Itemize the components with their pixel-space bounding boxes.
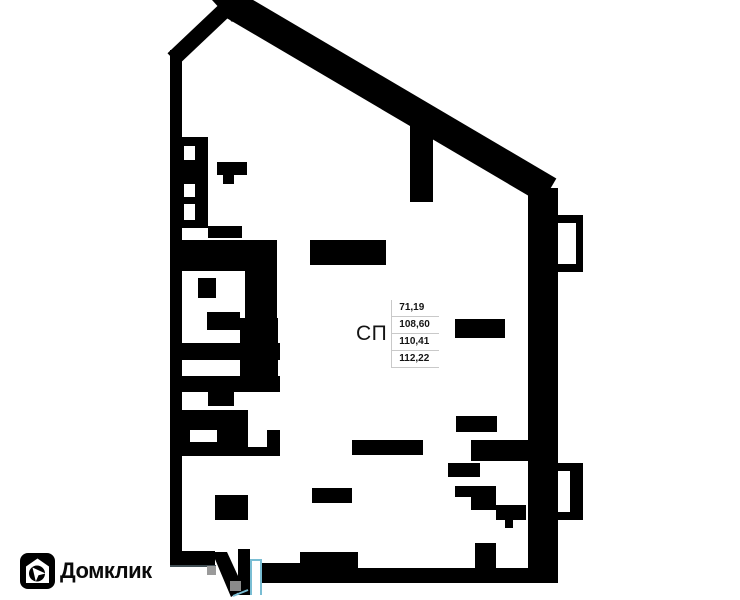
cluster-wall [207, 312, 240, 330]
area-row: 108,60 [392, 317, 440, 334]
bottom-wall [300, 552, 358, 583]
door-opening [190, 430, 217, 442]
house-icon [20, 553, 55, 589]
partition-wall [310, 240, 386, 265]
door-swing-path [250, 559, 262, 595]
bottom-wall-left [170, 551, 215, 566]
shaft-cell [184, 204, 195, 220]
cluster-wall [180, 343, 280, 360]
shaft-cell [184, 146, 195, 160]
partition-wall [352, 440, 423, 455]
shaft-openings [184, 146, 217, 442]
bathroom-wall [448, 463, 480, 477]
right-wall [528, 188, 558, 583]
cluster-wall [208, 390, 234, 406]
door-swing-tick [232, 589, 249, 597]
window-bay-lower [558, 463, 583, 520]
area-row: 110,41 [392, 334, 440, 351]
partition-wall [410, 112, 433, 202]
threshold-block [230, 581, 241, 591]
bathroom-wall [455, 486, 496, 497]
window-bay-upper [558, 215, 583, 272]
cluster-wall [198, 278, 216, 298]
partition-wall [456, 416, 497, 432]
threshold-line [170, 565, 216, 567]
diagonal-wall [225, 0, 557, 204]
partition-wall [455, 319, 505, 338]
threshold-block [207, 566, 216, 575]
left-wall [170, 50, 182, 567]
outer-walls [167, 0, 558, 597]
cluster-wall [180, 447, 280, 456]
interior-walls [180, 112, 550, 571]
fixture-block [215, 495, 248, 520]
wall-stub [505, 520, 513, 528]
entry-door-marker [232, 559, 262, 597]
left-slope-wall [167, 0, 235, 65]
wall-stub [208, 226, 242, 238]
bathroom-wall [471, 440, 550, 461]
bathroom-wall [496, 505, 526, 520]
cluster-wall [180, 376, 280, 392]
bottom-wall [352, 568, 558, 583]
area-row: 112,22 [392, 351, 440, 368]
cluster-wall [245, 262, 277, 320]
window-bays [558, 215, 583, 520]
area-table: СП 71,19 108,60 110,41 112,22 [356, 300, 440, 368]
partition-wall [312, 488, 352, 503]
wall-stub [217, 162, 247, 175]
bathroom-wall [475, 543, 496, 571]
domklik-logo: Домклик [19, 551, 152, 591]
apex-cap [212, 0, 252, 22]
area-rows: 71,19 108,60 110,41 112,22 [391, 300, 440, 368]
area-row: 71,19 [392, 300, 440, 317]
shaft-cell [184, 184, 195, 197]
logo-text: Домклик [60, 558, 152, 583]
wall-stub [223, 175, 234, 184]
room-label: СП [356, 322, 388, 345]
bathroom-wall [471, 497, 496, 510]
